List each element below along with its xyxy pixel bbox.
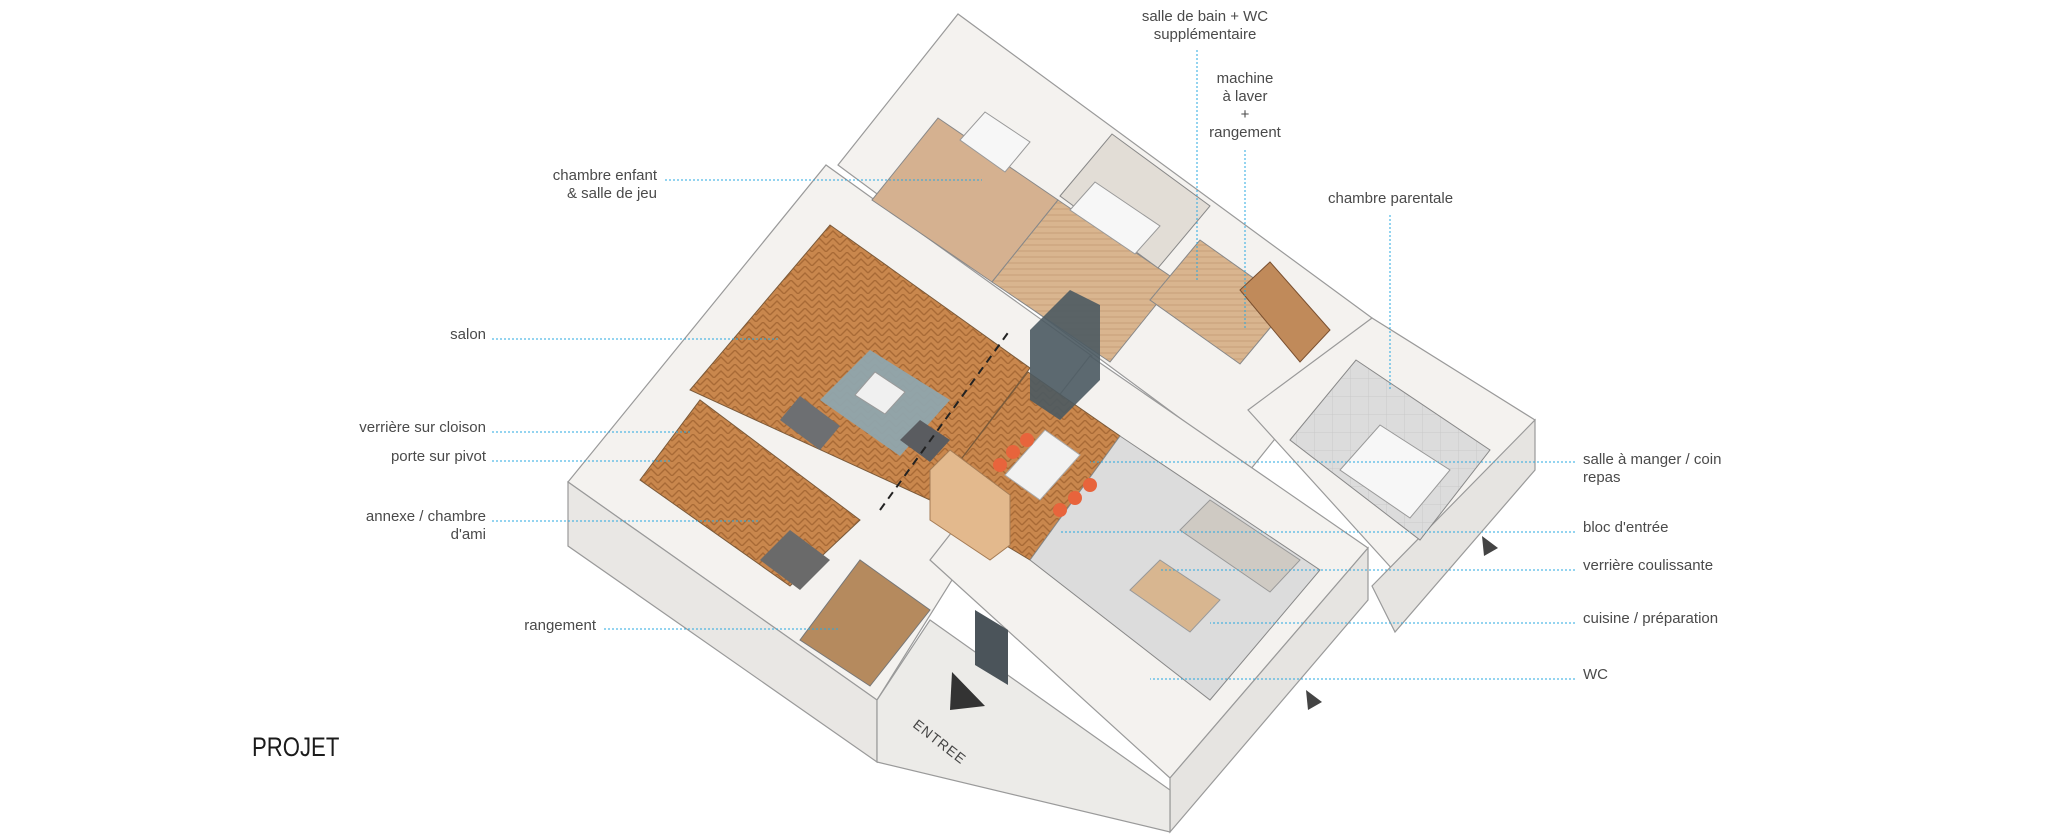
arrow-icon-right-1 (1482, 536, 1498, 556)
dining-chair (1053, 503, 1067, 517)
coffee-table (854, 371, 906, 415)
floor-entree-cuisine (1029, 435, 1321, 701)
front-side (876, 619, 1171, 833)
sofa (780, 396, 840, 450)
page-title: PROJET (252, 732, 340, 762)
label-chambre-enfant: chambre enfant & salle de jeu (552, 167, 657, 202)
dining-chair (1020, 433, 1034, 447)
label-bloc-entree: bloc d'entrée (1583, 519, 1669, 536)
label-verriere-sur-cloison: verrière sur cloison (359, 419, 486, 436)
label-chambre-parentale: chambre parentale (1328, 190, 1454, 207)
floor-annexe (639, 399, 861, 587)
label-porte-sur-pivot: porte sur pivot (390, 448, 486, 465)
label-annexe: annexe / chambre d'ami (365, 508, 486, 543)
arrow-icon-right-2 (1306, 690, 1322, 710)
kitchen-counter (1179, 499, 1301, 593)
pivot-door-path (879, 329, 1011, 511)
label-wc: WC (1583, 666, 1608, 683)
entrance-arrow-icon (950, 672, 985, 710)
label-salle-de-bain: salle de bain + WC supplémentaire (1141, 8, 1269, 43)
label-salle-a-manger: salle à manger / coin repas (1583, 451, 1722, 486)
leader-lines (492, 50, 1575, 680)
dining-chair (993, 458, 1007, 472)
armchair (900, 420, 950, 462)
annex-sofa (760, 530, 830, 590)
bed-child (959, 111, 1031, 173)
label-cuisine: cuisine / préparation (1583, 610, 1719, 627)
kitchen-island (1129, 559, 1221, 633)
furniture (760, 111, 1451, 685)
entry-block (929, 449, 1011, 561)
dining-chair (1068, 491, 1082, 505)
label-salon: salon (450, 326, 486, 343)
entrance-door (975, 610, 1008, 685)
dining-chair (1083, 478, 1097, 492)
bed-child-2 (1069, 181, 1161, 255)
bed-parental (1339, 424, 1451, 519)
staircase (1239, 261, 1331, 363)
label-machine-a-laver: machine à laver + rangement (1209, 70, 1281, 141)
floor-rangement (799, 559, 931, 687)
dark-wall-panel (1030, 290, 1100, 420)
dining-chair (1006, 445, 1020, 459)
label-rangement: rangement (524, 617, 596, 634)
label-verriere-coulissante: verrière coulissante (1583, 557, 1714, 574)
right-wing-side (1371, 418, 1536, 634)
